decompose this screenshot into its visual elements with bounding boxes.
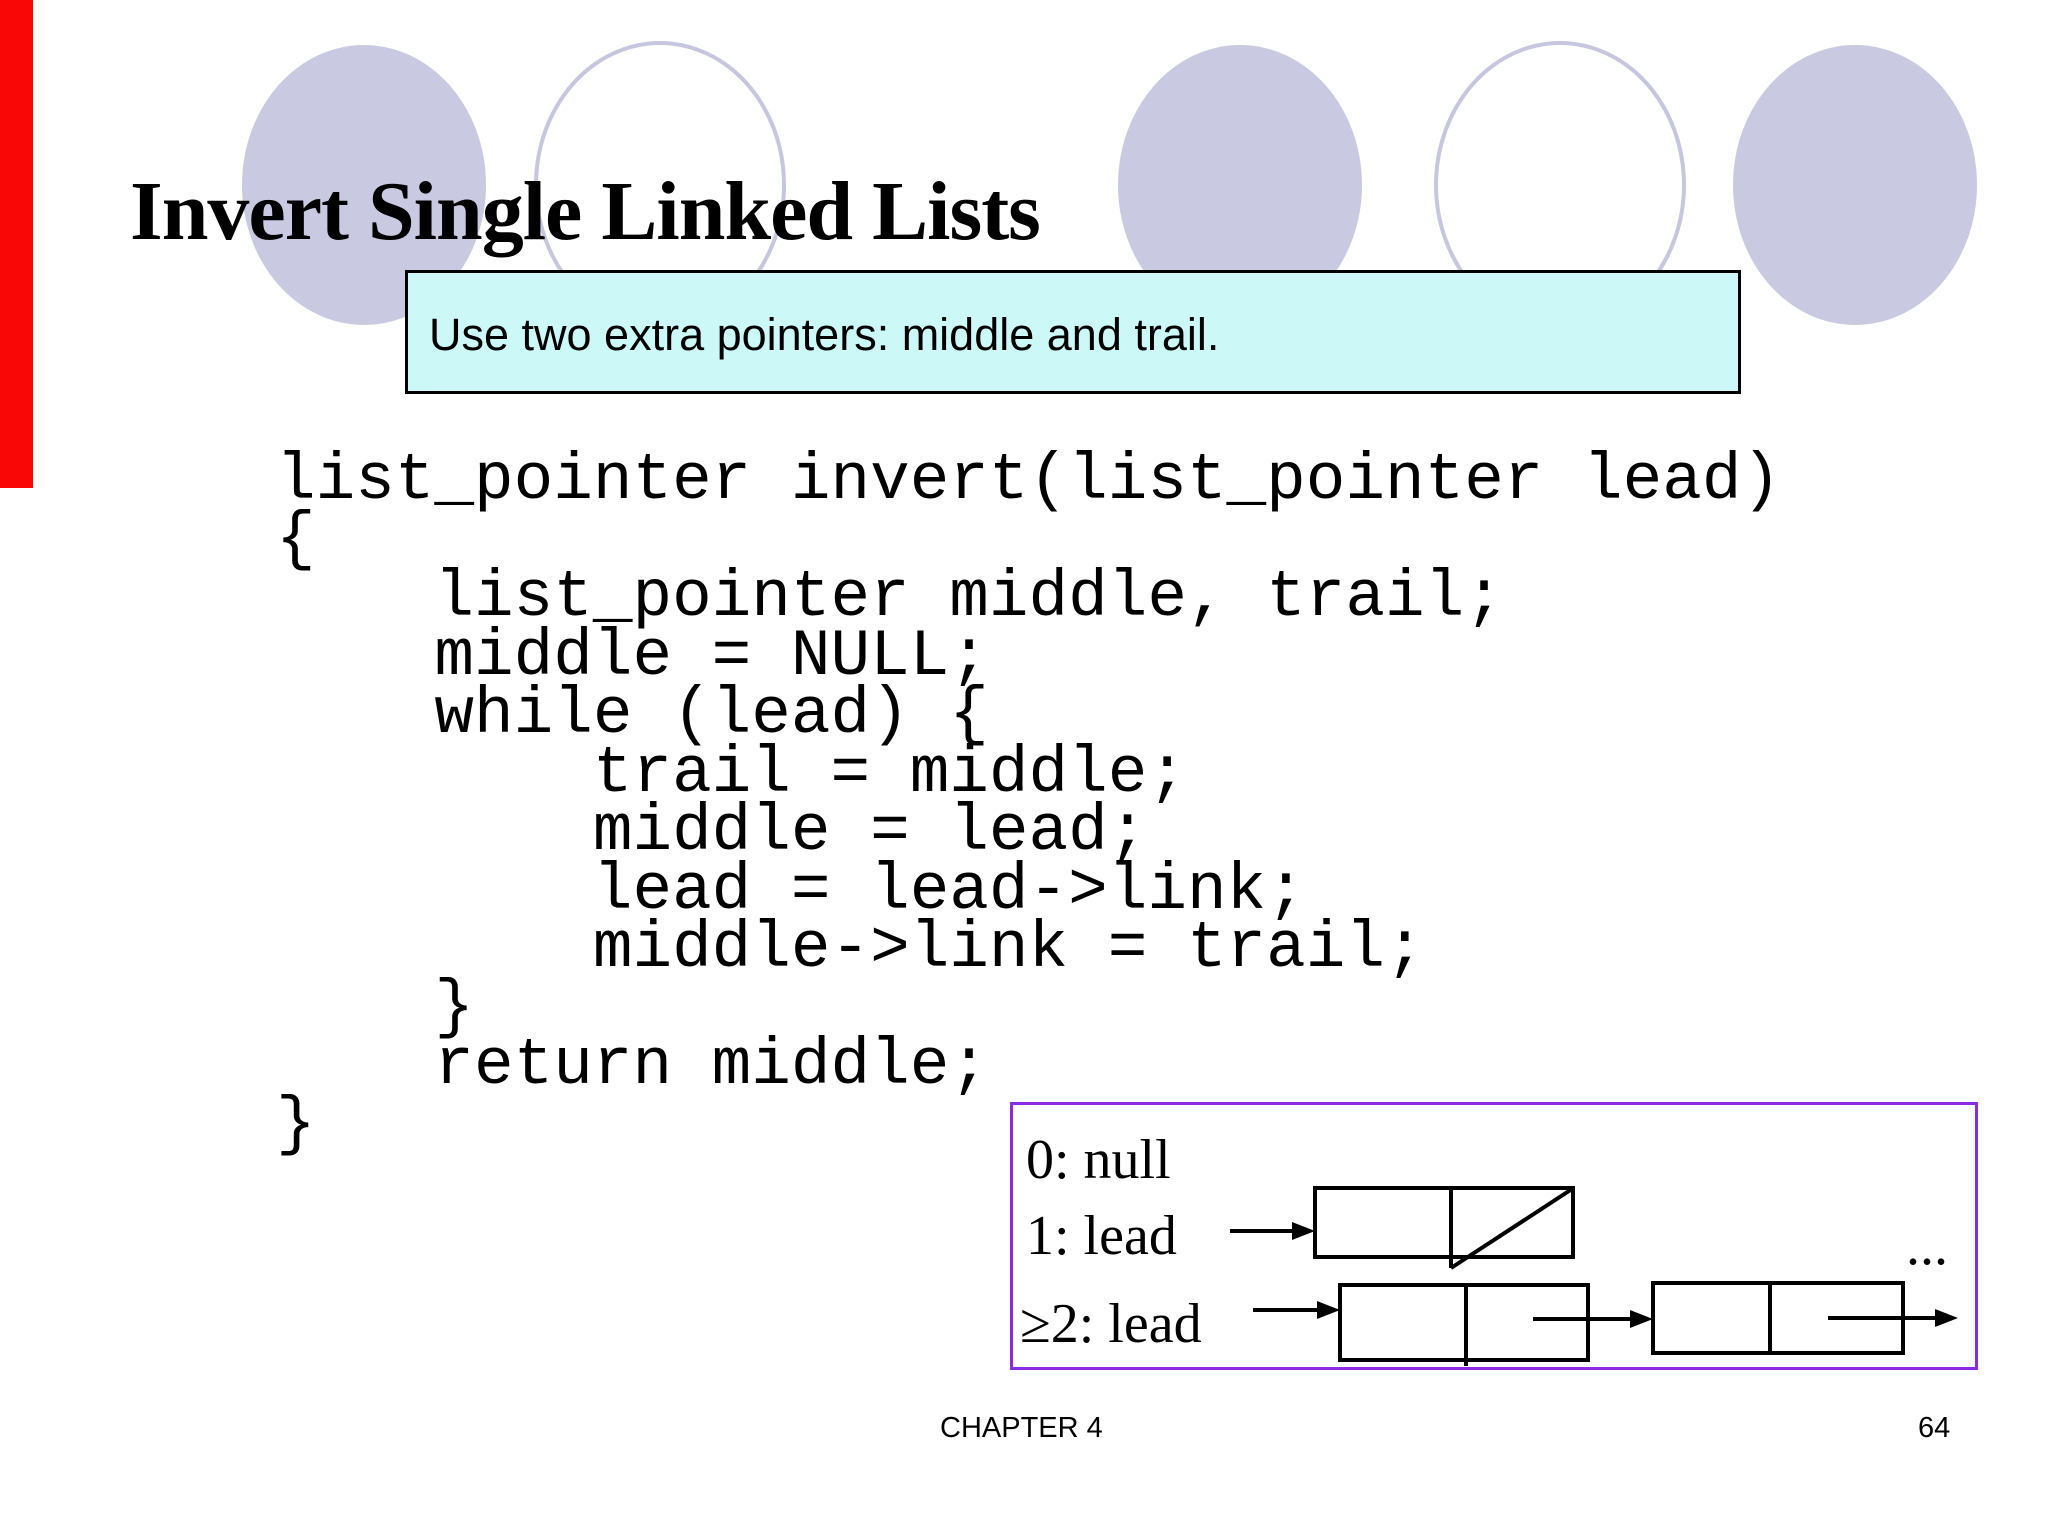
- case-2-pointer-arrow: [1253, 1301, 1340, 1319]
- case-2-label: ≥2: lead: [1020, 1293, 1202, 1355]
- code-block: list_pointer invert(list_pointer lead) {…: [276, 443, 1782, 1162]
- case-1-node-box: [1313, 1186, 1575, 1270]
- linked-list-diagram: 0: null 1: lead ... ≥2: lead: [1010, 1102, 1978, 1370]
- decorative-circle-filled-3: [1733, 45, 1977, 325]
- footer-chapter: CHAPTER 4: [940, 1412, 1103, 1444]
- diagram-frame: [1010, 1102, 1978, 1370]
- callout-text: Use two extra pointers: middle and trail…: [429, 309, 1220, 360]
- ellipsis-label: ...: [1906, 1215, 1948, 1277]
- case-2-node-box-1: [1338, 1283, 1590, 1366]
- case-1-pointer-arrow: [1230, 1222, 1315, 1240]
- case-2-tail-arrow: [1828, 1309, 1958, 1327]
- null-link-slash: [1449, 1187, 1574, 1270]
- red-accent-bar: [0, 0, 33, 488]
- callout-box: Use two extra pointers: middle and trail…: [405, 270, 1741, 394]
- case-2-link-arrow: [1533, 1310, 1653, 1328]
- case-0-label: 0: null: [1026, 1129, 1171, 1191]
- slide-title: Invert Single Linked Lists: [130, 165, 1041, 258]
- footer-page-number: 64: [1918, 1412, 1951, 1444]
- case-1-label: 1: lead: [1026, 1205, 1177, 1267]
